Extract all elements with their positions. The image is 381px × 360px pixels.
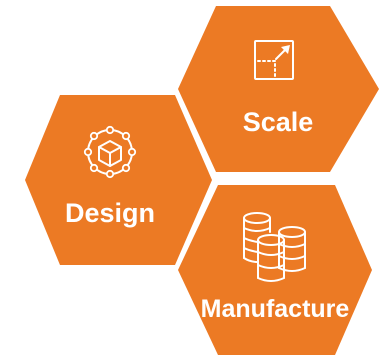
database-stack-icon bbox=[243, 212, 306, 282]
hexagon-scale-shape bbox=[178, 6, 379, 172]
cube-network-icon bbox=[83, 125, 137, 179]
hexagon-manufacture-label: Manufacture bbox=[201, 295, 350, 323]
hexagon-design: Design bbox=[25, 95, 212, 265]
resize-arrow-icon bbox=[254, 40, 294, 80]
hexagon-manufacture-shape bbox=[178, 185, 372, 355]
hexagon-design-shape bbox=[25, 95, 212, 265]
hexagon-scale-label: Scale bbox=[243, 107, 314, 137]
hexagon-design-label: Design bbox=[65, 198, 155, 228]
hexagon-manufacture: Manufacture bbox=[178, 185, 372, 355]
hexagon-scale: Scale bbox=[178, 6, 379, 172]
